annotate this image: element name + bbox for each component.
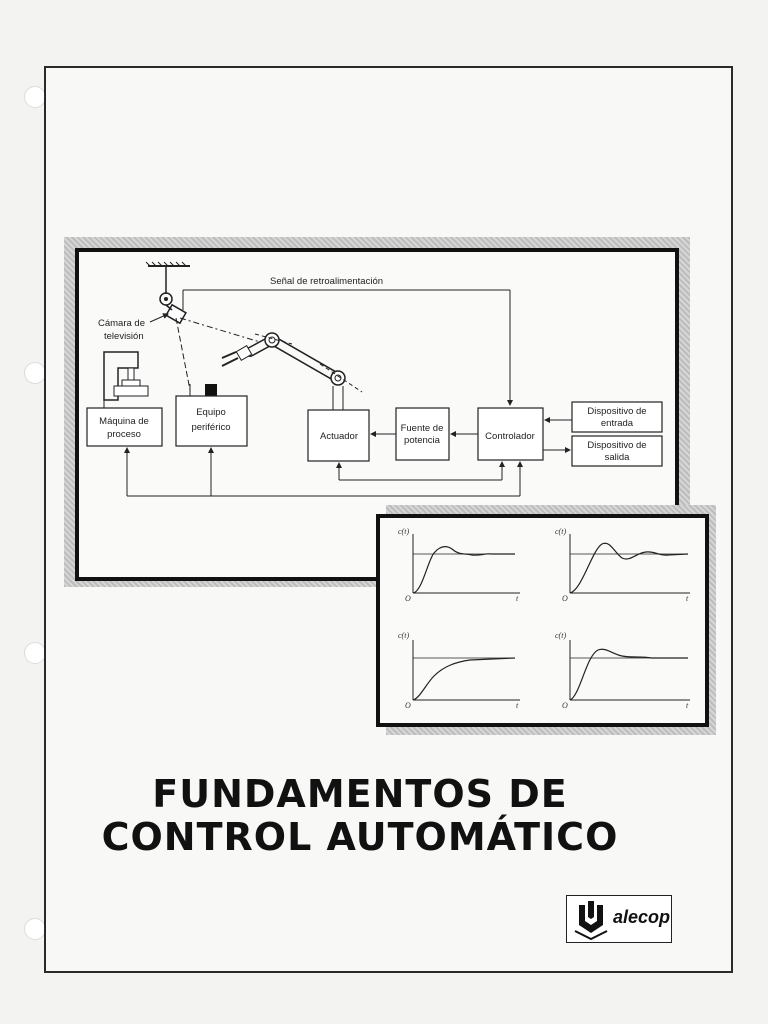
graph1-x-label: t (516, 594, 519, 603)
camera-label-2: televisión (104, 331, 144, 342)
response-graph-2: c(t) O t (555, 527, 690, 603)
output-label-1: Dispositivo de (587, 440, 646, 451)
graph2-origin-label: O (562, 594, 568, 603)
power-source-block: Fuente de potencia (395, 407, 450, 461)
controller-label: Controlador (485, 431, 535, 442)
robot-arm-icon (221, 332, 363, 410)
actuator-block: Actuador (307, 409, 370, 462)
output-device-block: Dispositivo de salida (571, 435, 663, 467)
publisher-logo: alecop (566, 895, 672, 943)
machine-label-1: Máquina de (99, 416, 149, 427)
response-graph-1: c(t) O t (398, 527, 520, 603)
input-label-2: entrada (601, 418, 634, 429)
graph4-x-label: t (686, 701, 689, 710)
title-line-2: CONTROL AUTOMÁTICO (101, 815, 619, 859)
input-label-1: Dispositivo de (587, 406, 646, 417)
controller-block: Controlador (477, 407, 544, 461)
peripheral-equipment-block: Equipo periférico (175, 395, 248, 447)
response-graph-4: c(t) O t (555, 631, 690, 710)
process-machine-block: Máquina de proceso (86, 407, 163, 447)
power-label-1: Fuente de (401, 423, 444, 434)
peripheral-label-1: Equipo (196, 407, 226, 418)
graph3-origin-label: O (405, 701, 411, 710)
output-label-2: salida (605, 452, 631, 463)
graph4-origin-label: O (562, 701, 568, 710)
process-machine-icon (103, 351, 149, 408)
alecop-logo-icon (574, 901, 608, 941)
graph2-y-label: c(t) (555, 527, 566, 536)
graph1-y-label: c(t) (398, 527, 409, 536)
step-response-panel (376, 514, 709, 727)
signal-connections (124, 417, 572, 497)
title-line-1: FUNDAMENTOS DE (152, 772, 568, 816)
ceiling-mount (145, 261, 190, 306)
power-label-2: potencia (404, 435, 441, 446)
feedback-label: Señal de retroalimentación (270, 276, 383, 287)
graph1-origin-label: O (405, 594, 411, 603)
publisher-name: alecop (613, 907, 671, 927)
machine-label-2: proceso (107, 429, 141, 440)
camera-label-1: Cámara de (98, 318, 145, 329)
actuator-label: Actuador (320, 431, 358, 442)
graph4-y-label: c(t) (555, 631, 566, 640)
graph3-x-label: t (516, 701, 519, 710)
graph2-x-label: t (686, 594, 689, 603)
peripheral-device-icon (189, 384, 217, 396)
input-device-block: Dispositivo de entrada (571, 401, 663, 433)
peripheral-label-2: periférico (191, 422, 230, 433)
feedback-signal-line (182, 289, 513, 406)
response-graph-3: c(t) O t (398, 631, 520, 710)
graph3-y-label: c(t) (398, 631, 409, 640)
